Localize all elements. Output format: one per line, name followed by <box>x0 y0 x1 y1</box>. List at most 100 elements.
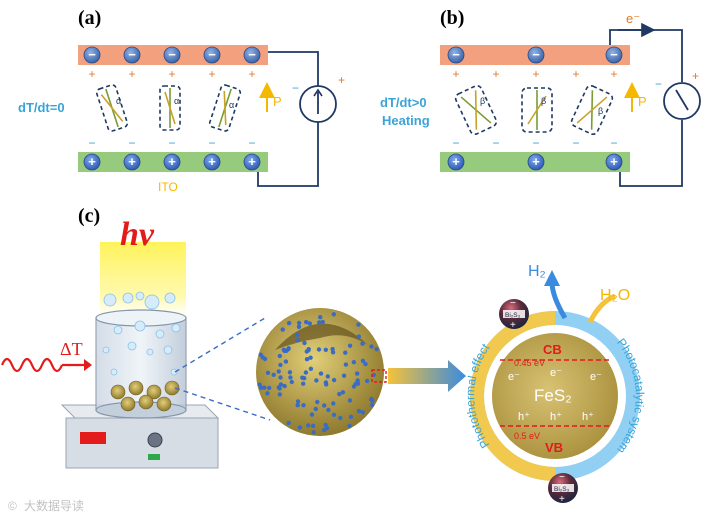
bubble <box>146 348 154 356</box>
negative-charge: − <box>605 46 623 64</box>
surface-granule <box>281 347 286 352</box>
positive-charge: + <box>203 153 221 171</box>
surface-granule <box>297 425 302 430</box>
svg-text:+: + <box>168 154 176 169</box>
zoom-line-top <box>174 317 266 373</box>
positive-charge: + <box>123 153 141 171</box>
surface-granule <box>287 370 293 375</box>
surface-plus-sign: + <box>248 67 255 81</box>
positive-charge: + <box>83 153 101 171</box>
surface-granule <box>310 423 316 428</box>
surface-minus-sign: − <box>572 136 579 150</box>
polarization-label-b: P <box>638 94 647 109</box>
electrode-label-a: ITO <box>158 180 178 194</box>
hole-1: h⁺ <box>518 411 530 423</box>
electron-3: e⁻ <box>590 371 602 383</box>
svg-text:−: − <box>452 47 460 62</box>
bubble <box>155 329 165 339</box>
surface-granule <box>308 355 313 360</box>
surface-granule <box>301 403 306 408</box>
h2o-arrow <box>587 293 617 324</box>
circuit-wire-a-bottom <box>257 122 319 187</box>
core-material-label: FeS₂ <box>534 386 572 405</box>
bi2s3-label-bottom: Bi₂S₃ <box>554 486 570 493</box>
surface-plus-sign: + <box>532 67 539 81</box>
surface-minus-sign: − <box>492 136 499 150</box>
surface-minus-sign: − <box>610 136 617 150</box>
surface-granule <box>331 377 337 383</box>
surface-plus-sign: + <box>452 67 459 81</box>
surface-granule <box>369 344 374 349</box>
surface-granule <box>308 366 314 371</box>
watermark-logo-icon: © <box>8 499 17 513</box>
surface-granule <box>304 319 309 325</box>
meter-plus-a: + <box>338 73 345 87</box>
surface-minus-sign: − <box>248 136 255 150</box>
svg-text:+: + <box>532 154 540 169</box>
beaker-particle <box>128 380 144 396</box>
sphere-granules <box>257 312 379 435</box>
bubbles <box>102 291 181 376</box>
surface-granule <box>318 315 323 320</box>
watermark: 大数据导读 <box>24 498 84 513</box>
bubble <box>110 368 118 376</box>
light-label: hν <box>120 216 155 253</box>
surface-granule <box>331 401 336 406</box>
surface-granule <box>341 373 347 378</box>
bubble <box>127 341 137 351</box>
circuit-wire-b-bottom <box>619 120 683 187</box>
positive-charge: + <box>163 153 181 171</box>
surface-granule <box>258 352 263 357</box>
surface-granule <box>295 403 300 408</box>
panel-a-label: (a) <box>78 7 101 29</box>
bi2s3-particle-bottom <box>548 473 578 503</box>
surface-granule <box>286 320 292 326</box>
surface-granule <box>347 423 352 429</box>
negative-charge: − <box>83 46 101 64</box>
surface-plus-signs-a: +++++ <box>88 67 255 81</box>
beaker-particle <box>110 384 126 400</box>
surface-minus-signs-a: −−−−− <box>88 136 255 150</box>
surface-granule <box>356 334 362 339</box>
surface-granule <box>265 370 271 375</box>
meter-plus-b: + <box>692 69 699 83</box>
bi2s3-minus-top: − <box>510 298 516 309</box>
bubble <box>170 368 178 376</box>
surface-minus-sign: − <box>88 136 95 150</box>
svg-text:+: + <box>208 154 216 169</box>
surface-granule <box>353 381 358 387</box>
surface-granule <box>326 407 331 413</box>
bi2s3-plus-bottom: + <box>559 494 565 505</box>
angle-symbol-a3: α <box>229 100 234 110</box>
surface-granule <box>303 370 309 375</box>
heating-label-b: Heating <box>382 113 430 128</box>
surface-minus-sign: − <box>532 136 539 150</box>
beaker-particles <box>110 380 180 412</box>
negative-charge: − <box>163 46 181 64</box>
angle-symbol-b2: β <box>541 96 546 106</box>
surface-granule <box>330 346 335 352</box>
surface-granule <box>323 347 328 352</box>
zoom-marker <box>371 369 387 383</box>
surface-granule <box>355 378 360 383</box>
svg-text:−: − <box>88 47 96 62</box>
negative-charge: − <box>243 46 261 64</box>
surface-granule <box>331 412 337 417</box>
surface-plus-sign: + <box>208 67 215 81</box>
surface-granule <box>278 382 284 387</box>
negative-charges-a: −−−−− <box>83 46 261 64</box>
surface-granule <box>347 398 353 403</box>
surface-granule <box>320 319 325 325</box>
surface-granule <box>309 412 315 417</box>
surface-granule <box>286 347 291 352</box>
beaker-particle <box>120 396 136 412</box>
panel-c-label: (c) <box>78 205 100 227</box>
surface-minus-sign: − <box>452 136 459 150</box>
surface-granule <box>280 327 285 332</box>
surface-granule <box>271 372 276 377</box>
fes2-core <box>490 331 620 461</box>
surface-granule <box>355 371 360 376</box>
svg-text:−: − <box>248 47 256 62</box>
surface-granule <box>283 359 289 364</box>
